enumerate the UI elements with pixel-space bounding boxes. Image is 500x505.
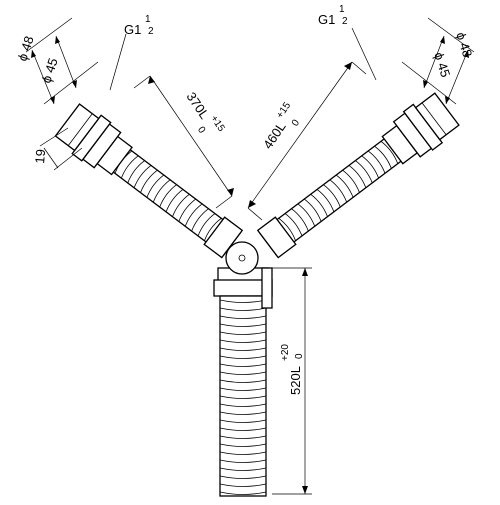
corrugation-rib <box>374 145 392 169</box>
corrugation-rib <box>297 203 316 227</box>
corrugation-rib <box>219 323 267 327</box>
corrugation-rib <box>219 427 267 431</box>
label-right-hose-tol-upper: +15 <box>275 100 294 121</box>
corrugation-rib <box>219 467 267 471</box>
corrugation-rib <box>323 184 341 208</box>
label-right-hose-length: 460L <box>260 119 289 151</box>
corrugation-rib <box>219 387 267 391</box>
corrugation-rib <box>146 174 165 198</box>
corrugation-rib <box>219 435 267 439</box>
label-bottom-hose-length: 520L <box>288 366 303 395</box>
dim-left-nut-length: 19 <box>32 127 83 171</box>
label-left-hose-tol-lower: 0 <box>195 125 207 136</box>
corrugation-rib <box>219 379 267 383</box>
corrugation-rib <box>219 491 267 495</box>
corrugation-rib <box>329 179 348 203</box>
label-right-thread-num: 1 <box>339 4 345 15</box>
dim-left-diameters: ϕ 48 ϕ 45 <box>15 17 99 105</box>
corrugation-rib <box>219 371 267 375</box>
label-left-thread: G1 <box>124 22 141 37</box>
corrugation-rib <box>219 307 267 311</box>
corrugation-rib <box>159 184 177 208</box>
label-bottom-hose-tol-upper: +20 <box>280 344 291 361</box>
corrugation-rib <box>304 198 322 222</box>
corrugation-rib <box>127 160 145 184</box>
corrugation-rib <box>165 189 184 212</box>
corrugation-rib <box>355 160 373 184</box>
corrugation-rib <box>184 203 203 227</box>
label-left-hose-tol-upper: +15 <box>208 114 227 135</box>
corrugation-rib <box>219 483 267 487</box>
label-right-thread: G1 <box>318 12 335 27</box>
right-hose-corrugation <box>278 141 399 241</box>
corrugation-rib <box>219 331 267 335</box>
y-junction <box>225 241 259 275</box>
corrugation-rib <box>380 141 399 164</box>
corrugation-rib <box>361 155 380 179</box>
left-hose-corrugation <box>114 150 222 241</box>
corrugation-rib <box>367 150 386 174</box>
corrugation-rib <box>191 208 209 232</box>
corrugation-rib <box>348 165 367 188</box>
label-left-thread-num: 1 <box>145 14 151 25</box>
label-right-inner-diameter: ϕ 45 <box>431 50 453 79</box>
label-right-thread-den: 2 <box>342 16 348 27</box>
corrugation-rib <box>342 169 360 193</box>
corrugation-rib <box>219 475 267 479</box>
corrugation-rib <box>140 169 158 193</box>
label-left-outer-diameter: ϕ 48 <box>15 34 37 63</box>
corrugation-rib <box>291 208 309 232</box>
corrugation-rib <box>219 347 267 351</box>
corrugation-rib <box>204 218 222 241</box>
corrugation-rib <box>219 443 267 447</box>
corrugation-rib <box>152 179 171 203</box>
corrugation-rib <box>219 451 267 455</box>
corrugation-rib <box>133 165 152 188</box>
corrugation-rib <box>219 315 267 319</box>
dim-bottom-hose-length: 520L +20 0 <box>272 267 312 495</box>
label-left-hose-length: 370L <box>184 89 213 121</box>
label-right-hose-tol-lower: 0 <box>290 117 302 128</box>
corrugation-rib <box>335 174 354 198</box>
corrugation-rib <box>219 355 267 359</box>
left-hose-arm <box>54 103 244 259</box>
corrugation-rib <box>219 339 267 343</box>
corrugation-rib <box>219 459 267 463</box>
label-left-nut-length: 19 <box>32 149 48 165</box>
corrugation-rib <box>219 403 267 407</box>
label-left-inner-diameter: ϕ 45 <box>39 56 61 85</box>
corrugation-rib <box>178 198 196 222</box>
corrugation-rib <box>219 363 267 367</box>
corrugation-rib <box>219 419 267 423</box>
corrugation-rib <box>172 193 190 217</box>
label-left-thread-den: 2 <box>148 26 154 37</box>
label-bottom-hose-tol-lower: 0 <box>294 353 305 359</box>
corrugation-rib <box>316 189 335 212</box>
bottom-hose <box>213 267 273 497</box>
label-right-outer-diameter: ϕ 48 <box>453 30 475 59</box>
corrugation-rib <box>197 213 216 237</box>
dim-left-thread: G1 1 2 <box>109 14 154 91</box>
corrugation-rib <box>284 213 303 237</box>
corrugation-rib <box>310 193 328 217</box>
corrugation-rib <box>219 411 267 415</box>
corrugation-rib <box>219 395 267 399</box>
corrugation-rib <box>120 155 139 179</box>
dim-right-diameters: ϕ 48 ϕ 45 <box>401 17 475 105</box>
right-hose-arm <box>256 92 460 259</box>
dim-right-thread: G1 1 2 <box>318 4 377 81</box>
corrugation-rib <box>278 218 296 241</box>
